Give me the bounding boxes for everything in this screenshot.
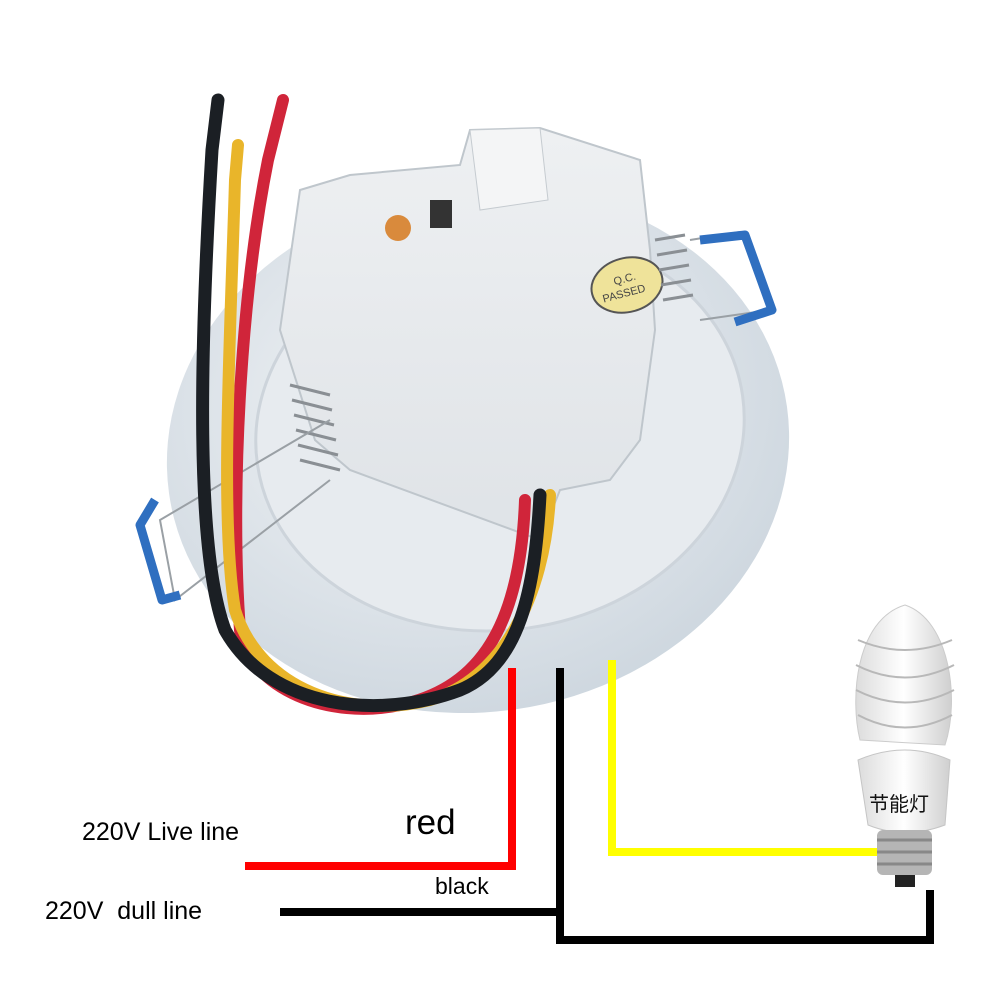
bulb-label: 节能灯 bbox=[869, 792, 929, 816]
left-clip bbox=[158, 419, 331, 602]
live-line-label: 220V Live line bbox=[82, 818, 240, 846]
red-label: red bbox=[405, 803, 456, 842]
energy-saving-bulb-icon: 节能灯 bbox=[855, 604, 955, 887]
sticker-line1: Q.C. bbox=[612, 271, 637, 288]
right-spring bbox=[654, 233, 694, 302]
yellow-load-wire bbox=[608, 660, 885, 856]
product-wires bbox=[196, 93, 556, 715]
adjust-screw bbox=[385, 215, 411, 241]
switch-slot bbox=[430, 200, 452, 228]
left-spring bbox=[289, 383, 341, 472]
neutral-line-label: 220V dull line bbox=[45, 897, 203, 925]
black-label: black bbox=[435, 873, 489, 899]
black-neutral-wire bbox=[280, 668, 934, 944]
red-live-wire bbox=[245, 668, 516, 870]
qc-sticker bbox=[590, 256, 664, 314]
